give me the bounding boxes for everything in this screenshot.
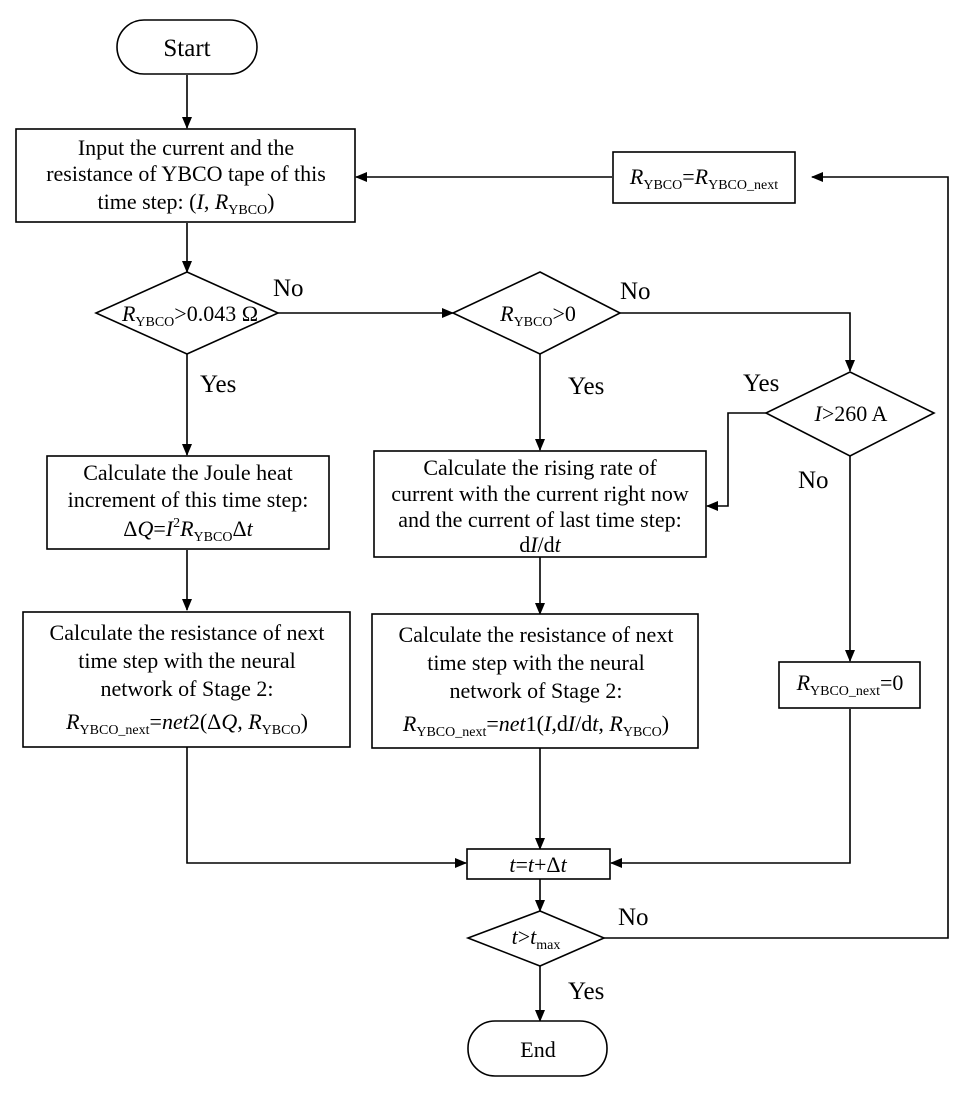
rising-line-1: Calculate the rising rate of [423, 455, 657, 480]
label-yes-r-high: Yes [200, 371, 236, 398]
net2-line-1: Calculate the resistance of next [50, 620, 325, 645]
edge-r-pos-no [620, 312, 855, 372]
zero-formula: RYBCO_next=0 [796, 670, 904, 699]
decision-i-label: I>260 A [814, 401, 888, 426]
decision-r-high-label: RYBCO>0.043 Ω [121, 301, 258, 330]
label-yes-time: Yes [568, 978, 604, 1005]
start-terminal [116, 19, 258, 75]
rising-line-3: and the current of last time step: [398, 507, 681, 532]
labels: Start End Input the current and the resi… [46, 35, 903, 1062]
label-no-i: No [798, 467, 829, 494]
time-check-label: t>tmax [512, 924, 561, 953]
net2-formula: RYBCO_next=net2(ΔQ, RYBCO) [65, 709, 308, 738]
label-yes-r-pos: Yes [568, 373, 604, 400]
net1-box [371, 613, 699, 749]
decision-r-pos-label: RYBCO>0 [499, 301, 576, 330]
decision-time [465, 910, 607, 967]
edge-check-no-loop [604, 172, 949, 939]
decision-i [764, 371, 936, 457]
input-box [15, 128, 356, 223]
time-increment-box [466, 848, 611, 880]
edge-net2-to-time [186, 747, 467, 868]
label-yes-i: Yes [743, 370, 779, 397]
end-label: End [520, 1037, 555, 1062]
net1-formula: RYBCO_next=net1(I,dI/dt, RYBCO) [402, 711, 669, 740]
input-line-1: Input the current and the [78, 135, 294, 160]
rising-box [373, 450, 707, 558]
start-label: Start [163, 35, 210, 62]
rising-line-2: current with the current right now [391, 481, 689, 506]
joule-line-1: Calculate the Joule heat [83, 460, 293, 485]
input-line-3: time step: (I, RYBCO) [98, 189, 275, 218]
rising-formula: dI/dt [519, 532, 561, 557]
label-no-time: No [618, 904, 649, 931]
edge-i-yes [706, 412, 766, 511]
net2-line-3: network of Stage 2: [101, 676, 274, 701]
net1-line-3: network of Stage 2: [450, 678, 623, 703]
decision-r-high [94, 271, 280, 355]
connectors [182, 75, 949, 1022]
end-terminal [467, 1020, 608, 1077]
net2-line-2: time step with the neural [78, 648, 296, 673]
net2-box [22, 611, 351, 748]
net1-line-2: time step with the neural [427, 650, 645, 675]
shapes [15, 19, 936, 1077]
input-line-2: resistance of YBCO tape of this [46, 161, 326, 186]
time-increment-formula: t=t+Δt [509, 852, 567, 877]
update-r-box [612, 151, 796, 204]
edge-zero-to-time [610, 709, 851, 868]
label-no-r-high: No [273, 275, 304, 302]
joule-box [46, 455, 330, 550]
joule-line-2: increment of this time step: [68, 487, 309, 512]
zero-box [778, 661, 921, 709]
joule-formula: ΔQ=I2RYBCOΔt [123, 516, 253, 545]
update-r-formula: RYBCO=RYBCO_next [629, 164, 778, 193]
net1-line-1: Calculate the resistance of next [399, 622, 674, 647]
decision-r-pos [451, 271, 622, 355]
label-no-r-pos: No [620, 278, 651, 305]
